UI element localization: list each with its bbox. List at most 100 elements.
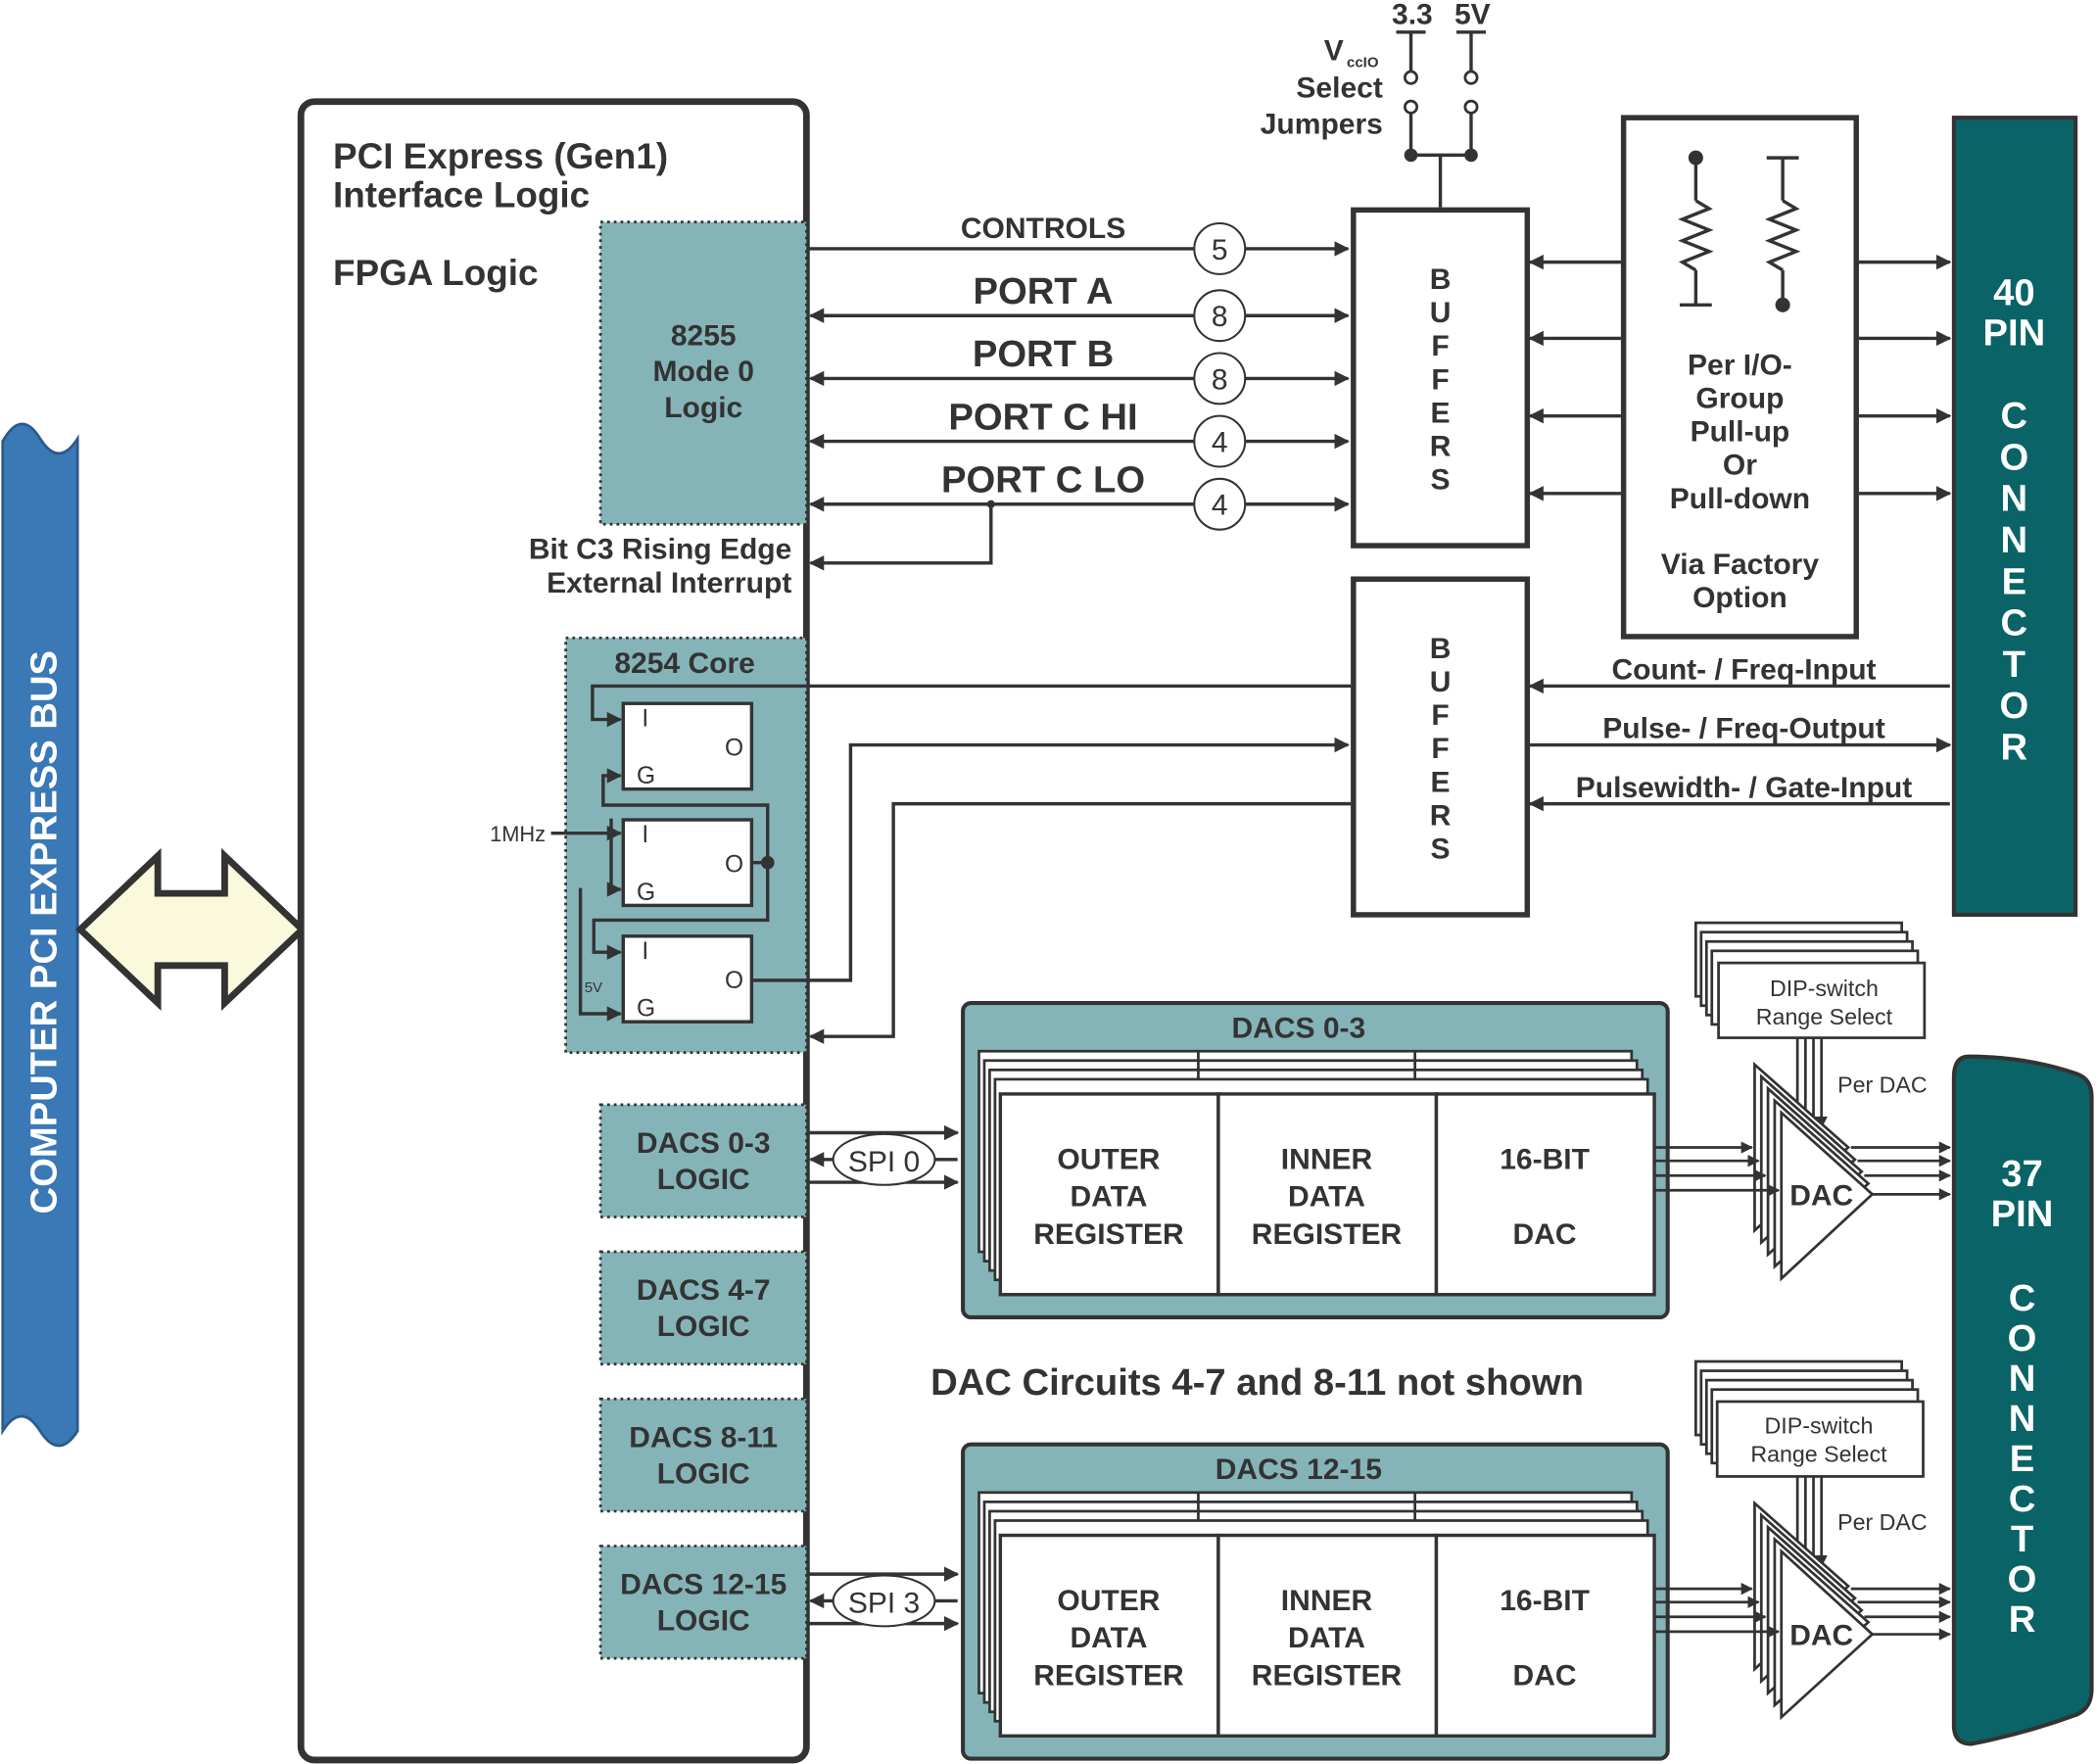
counter-pin-labels: I G O I G O I G O (637, 705, 743, 1022)
fpga-title-1: PCI Express (Gen1) (333, 136, 668, 176)
connector37-letters-6-text: T (2011, 1518, 2033, 1560)
dip-switch-1-line-2: Range Select (1750, 1441, 1887, 1466)
pullup-line-1: Per I/O- (1688, 349, 1792, 381)
dac-not-shown-note: DAC Circuits 4-7 and 8-11 not shown (930, 1361, 1584, 1404)
buffers-counter (1351, 576, 1531, 918)
connector-37-pin (1951, 1054, 2094, 1746)
fpga-subtitle: FPGA Logic (333, 253, 539, 293)
logic-8255-block (598, 220, 808, 526)
dac-logic-2-line-1: DACS 8-11 (629, 1421, 778, 1454)
counter-pin-o-text: O (725, 968, 743, 994)
buffers-letters-5-text: R (1430, 431, 1452, 463)
buffers-letters-2-text: F (1431, 330, 1449, 362)
jumper-option-3v3: 3.3 (1392, 0, 1433, 31)
dac-logic-1-line-1: DACS 4-7 (637, 1274, 771, 1307)
connector37-letters-1-text: O (2008, 1317, 2037, 1359)
bus-width-port-a: 8 (1212, 301, 1228, 333)
connector37-letters-4-text: E (2010, 1438, 2035, 1480)
counter-pin-g-text: G (637, 880, 655, 906)
logic-8255-line-3: Logic (664, 392, 742, 424)
connector40-letters-3-text: N (2001, 519, 2028, 561)
logic-8255-line-1: 8255 (671, 319, 737, 352)
per-dac-label-0: Per DAC (1837, 1073, 1928, 1098)
connector37-top-0-text: 37 (2001, 1153, 2043, 1195)
counter-pin-i-text: I (642, 705, 648, 732)
bus-width-controls: 5 (1212, 234, 1228, 266)
connector40-letters-5-text: C (2001, 602, 2028, 644)
connector40-letters-2-text: N (2001, 478, 2028, 520)
pullup-note-2: Option (1692, 582, 1787, 614)
buffers-letters-0-text: B (1430, 263, 1452, 296)
connector40-letters-6-text: T (2003, 644, 2026, 686)
bus-width-port-c-lo: 4 (1212, 490, 1228, 522)
inner-register-line-1: INNER (1281, 1143, 1373, 1175)
counter-pin-g-text: G (637, 996, 655, 1023)
connector37-letters-2-text: N (2009, 1358, 2036, 1400)
vccio-jumpers (1396, 30, 1486, 208)
buffers-letters-6-text: S (1431, 834, 1451, 866)
outer-register-line-1: OUTER (1057, 1585, 1160, 1617)
counter-pin-i-text: I (642, 938, 648, 965)
pullup-line-2: Group (1695, 382, 1784, 414)
counter-pin-o-text: O (725, 735, 743, 761)
dac-cell-line-2: DAC (1513, 1659, 1577, 1692)
dac-logic-2-line-2: LOGIC (657, 1457, 750, 1490)
clock-1mhz-label: 1MHz (490, 822, 546, 846)
dac-group-0-3-title: DACS 0-3 (1231, 1013, 1365, 1045)
buffers-letters-1-text: U (1430, 666, 1452, 698)
logic-8255-line-2: Mode 0 (653, 356, 754, 388)
connector37-letters-0-text: C (2009, 1277, 2036, 1319)
buffers-letters-4-text: E (1431, 397, 1451, 429)
dip-switch-stack-0 (1694, 921, 1927, 1039)
dac-logic-0-line-2: LOGIC (657, 1164, 750, 1196)
signal-port-c-hi-label: PORT C HI (948, 396, 1137, 438)
bus-label: COMPUTER PCI EXPRESS BUS (23, 650, 65, 1215)
inner-register-line-3: REGISTER (1252, 1659, 1403, 1692)
spi-3-label: SPI 3 (848, 1588, 920, 1620)
dac-cell-line-1: 16-BIT (1500, 1143, 1590, 1175)
pullup-box (1620, 115, 1859, 640)
counter-units (621, 701, 754, 1024)
connector37-letters-7-text: O (2008, 1558, 2037, 1600)
dac-cell-line-2: DAC (1513, 1218, 1577, 1251)
buffers-dio-letters: B U F F E R S (1430, 263, 1452, 497)
dac-symbol-0-label: DAC (1789, 1179, 1853, 1212)
pullup-note-1: Via Factory (1661, 548, 1820, 581)
buffers-letters-3-text: F (1431, 363, 1449, 396)
signal-port-b-label: PORT B (973, 333, 1114, 375)
interrupt-label-1: Bit C3 Rising Edge (529, 534, 792, 566)
signal-count-input: Count- / Freq-Input (1611, 654, 1876, 687)
connector40-top-0-text: 40 (1993, 271, 2035, 313)
buffers-letters-5-text: R (1430, 799, 1452, 832)
dac-group-12-15-cells (998, 1533, 1656, 1739)
pullup-line-5: Pull-down (1670, 483, 1810, 515)
connector40-letters-1-text: O (1999, 436, 2028, 478)
connector40-letters-8-text: R (2001, 727, 2028, 769)
pullup-line-3: Pull-up (1691, 416, 1790, 449)
connector-40-pin (1951, 116, 2078, 918)
outer-register-line-1: OUTER (1057, 1143, 1160, 1175)
vccio-label-sub: ccIO (1347, 54, 1379, 71)
bus-width-port-c-hi: 4 (1212, 427, 1228, 459)
buffers-dio (1351, 207, 1531, 548)
dac-logic-0-line-1: DACS 0-3 (637, 1127, 771, 1160)
vccio-label-jumpers: Jumpers (1261, 109, 1383, 141)
outer-register-line-2: DATA (1070, 1181, 1147, 1214)
buffers-counter-letters: B U F F E R S (1430, 633, 1452, 866)
connector-37-pin-labels: 37 PIN C O N N E C T O R (1991, 1153, 2054, 1641)
bus-width-port-b: 8 (1212, 363, 1228, 396)
dac-logic-3-line-1: DACS 12-15 (620, 1569, 786, 1601)
dac-symbol-0 (1753, 1061, 1875, 1282)
five-volt-label: 5V (585, 979, 602, 996)
inner-register-line-1: INNER (1281, 1585, 1373, 1617)
per-dac-label-1: Per DAC (1837, 1509, 1928, 1535)
dac-group-0-3-cells (998, 1092, 1656, 1297)
signal-controls-label: CONTROLS (961, 213, 1125, 245)
dip-switch-0-line-2: Range Select (1756, 1004, 1893, 1029)
vccio-label-select: Select (1296, 72, 1382, 105)
buffers-letters-6-text: S (1431, 464, 1451, 497)
connector37-letters-5-text: C (2009, 1478, 2036, 1520)
counter-pin-g-text: G (637, 763, 655, 789)
counter-pin-o-text: O (725, 851, 743, 878)
